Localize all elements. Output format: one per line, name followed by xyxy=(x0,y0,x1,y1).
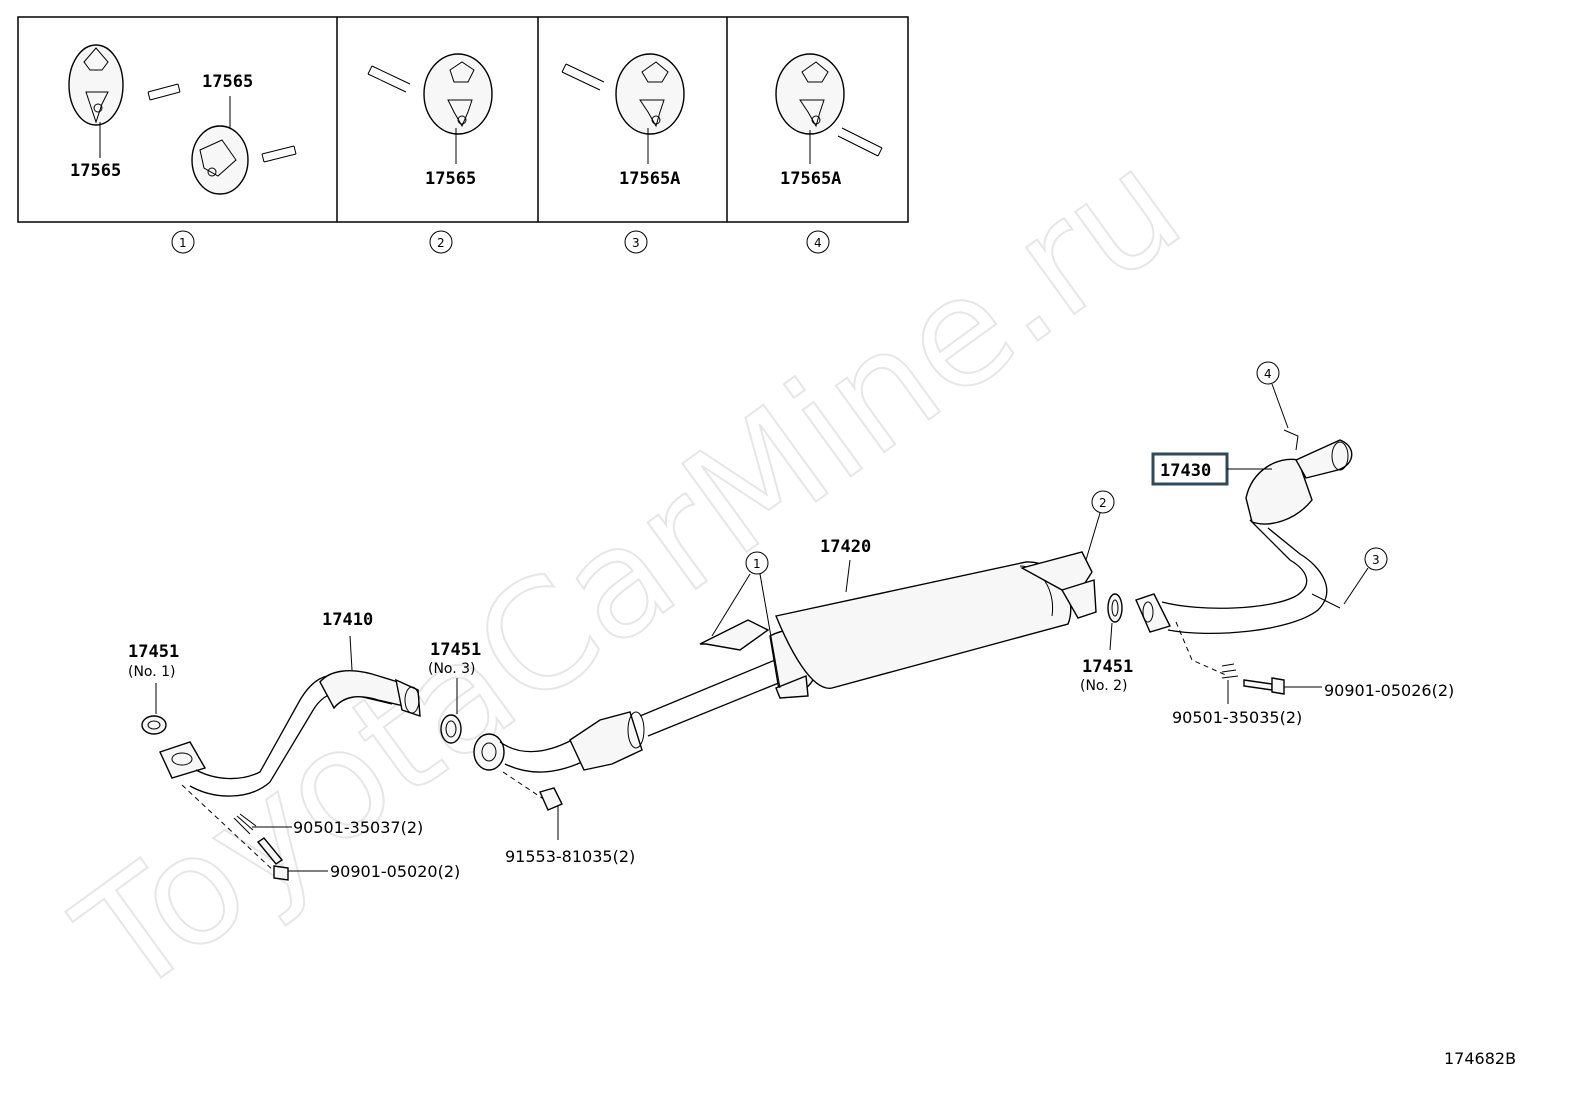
gasket-no3: 17451 (No. 3) xyxy=(428,640,481,744)
hanger-panel-2: 17565 2 xyxy=(367,53,493,254)
diagram-code: 174682B xyxy=(1444,1049,1516,1068)
callout-2: 2 xyxy=(1085,490,1115,561)
spring-front-label: 90501-35037(2) xyxy=(293,818,423,837)
part-17410-label: 17410 xyxy=(322,610,373,630)
callout-3: 3 xyxy=(1343,547,1388,605)
callout-4: 4 xyxy=(1256,361,1289,429)
rubber-hanger-icon xyxy=(615,53,685,135)
spring-rear-label: 90501-35035(2) xyxy=(1172,708,1302,727)
front-pipe-17410: 17410 xyxy=(159,610,421,797)
hanger-panel-3: 17565A 3 xyxy=(561,53,685,254)
hanger-panels: 17565 17565 1 17565 2 xyxy=(17,16,909,254)
hanger-label: 17565 xyxy=(425,169,476,189)
bolt-front-label: 90901-05020(2) xyxy=(330,862,460,881)
callout-number: 3 xyxy=(1372,553,1380,567)
callout-number: 2 xyxy=(1099,496,1107,510)
panel-number: 4 xyxy=(814,236,822,250)
gasket-no2-sub: (No. 2) xyxy=(1080,678,1128,694)
gasket-no3-number: 17451 xyxy=(430,640,481,660)
rubber-hanger-icon xyxy=(68,44,124,126)
center-pipe-muffler-17420: 17420 xyxy=(473,537,1097,773)
nut-mid-label: 91553-81035(2) xyxy=(505,847,635,866)
panel-number: 1 xyxy=(179,236,187,250)
part-17420-label: 17420 xyxy=(820,537,871,557)
gasket-no1-sub: (No. 1) xyxy=(128,664,176,680)
callout-number: 1 xyxy=(753,557,761,571)
mid-fastener: 91553-81035(2) xyxy=(502,771,635,866)
rear-fasteners: 90501-35035(2) 90901-05026(2) xyxy=(1172,621,1454,727)
callout-1: 1 xyxy=(711,551,781,689)
gasket-no2: 17451 (No. 2) xyxy=(1080,593,1133,694)
hanger-label: 17565A xyxy=(780,169,841,189)
part-17430-label: 17430 xyxy=(1160,461,1211,481)
bolt-rear-label: 90901-05026(2) xyxy=(1324,681,1454,700)
gasket-no2-number: 17451 xyxy=(1082,657,1133,677)
hanger-label: 17565 xyxy=(202,72,253,92)
gasket-no1-number: 17451 xyxy=(128,642,179,662)
hanger-panel-1: 17565 17565 1 xyxy=(68,44,297,254)
rubber-hanger-icon xyxy=(423,53,493,135)
hanger-label: 17565A xyxy=(619,169,680,189)
hanger-panel-4: 17565A 4 xyxy=(775,53,883,254)
panel-number: 2 xyxy=(437,236,445,250)
hanger-label: 17565 xyxy=(70,161,121,181)
rubber-hanger-icon xyxy=(775,53,845,135)
front-fasteners: 90501-35037(2) 90901-05020(2) xyxy=(181,784,460,881)
tail-pipe-17430: 17430 xyxy=(1135,429,1353,635)
callout-number: 4 xyxy=(1264,367,1272,381)
rubber-hanger-icon xyxy=(191,125,249,195)
panel-number: 3 xyxy=(632,236,640,250)
gasket-no1: 17451 (No. 1) xyxy=(128,642,179,735)
gasket-no3-sub: (No. 3) xyxy=(428,661,476,677)
